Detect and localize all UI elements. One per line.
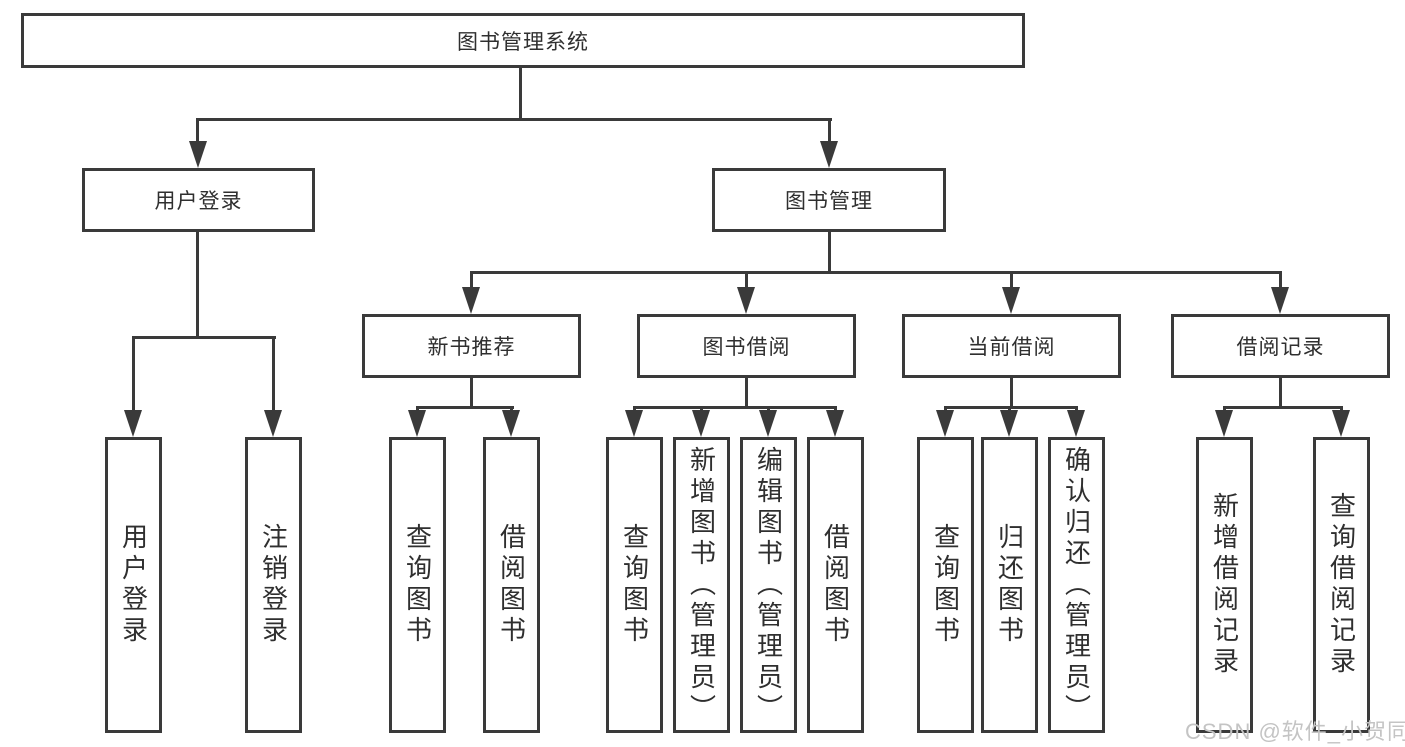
connector-line: [828, 232, 831, 274]
arrowhead-down-icon: [820, 141, 838, 168]
node-user-login: 用户登录: [82, 168, 315, 232]
connector-line: [1279, 378, 1282, 408]
leaf-records-add-borrow-record: 新增借阅记录: [1196, 437, 1253, 733]
leaf-borrowing-add-books-admin: 新增图书（管理员）: [673, 437, 730, 733]
connector-line: [1279, 271, 1282, 290]
node-library-management-system: 图书管理系统: [21, 13, 1025, 68]
arrowhead-down-icon: [1000, 410, 1018, 437]
connector-line: [1010, 271, 1013, 290]
connector-line: [132, 336, 276, 339]
arrowhead-down-icon: [625, 410, 643, 437]
connector-line: [828, 118, 831, 150]
connector-line: [416, 406, 514, 409]
arrowhead-down-icon: [408, 410, 426, 437]
leaf-current-query-books: 查询图书: [917, 437, 974, 733]
connector-line: [944, 406, 1078, 409]
arrowhead-down-icon: [189, 141, 207, 168]
node-new-book-recommendation: 新书推荐: [362, 314, 581, 378]
arrowhead-down-icon: [826, 410, 844, 437]
arrowhead-down-icon: [502, 410, 520, 437]
leaf-borrowing-borrow-books: 借阅图书: [807, 437, 864, 733]
connector-line: [272, 336, 275, 414]
arrowhead-down-icon: [462, 287, 480, 314]
leaf-records-query-borrow-record: 查询借阅记录: [1313, 437, 1370, 733]
connector-line: [745, 271, 748, 290]
connector-line: [1010, 378, 1013, 408]
connector-line: [470, 378, 473, 408]
connector-line: [745, 378, 748, 408]
node-book-borrowing: 图书借阅: [637, 314, 856, 378]
connector-line: [470, 271, 1282, 274]
leaf-newrec-query-books: 查询图书: [389, 437, 446, 733]
connector-line: [633, 406, 837, 409]
arrowhead-down-icon: [737, 287, 755, 314]
connector-line: [132, 336, 135, 414]
arrowhead-down-icon: [264, 410, 282, 437]
arrowhead-down-icon: [692, 410, 710, 437]
node-current-borrowing: 当前借阅: [902, 314, 1121, 378]
arrowhead-down-icon: [1067, 410, 1085, 437]
arrowhead-down-icon: [1332, 410, 1350, 437]
leaf-logout: 注销登录: [245, 437, 302, 733]
node-borrowing-records: 借阅记录: [1171, 314, 1390, 378]
arrowhead-down-icon: [124, 410, 142, 437]
connector-line: [196, 118, 832, 121]
connector-line: [519, 66, 522, 120]
leaf-borrowing-query-books: 查询图书: [606, 437, 663, 733]
arrowhead-down-icon: [1002, 287, 1020, 314]
connector-line: [196, 232, 199, 339]
connector-line: [196, 118, 199, 150]
leaf-borrowing-edit-books-admin: 编辑图书（管理员）: [740, 437, 797, 733]
arrowhead-down-icon: [1215, 410, 1233, 437]
leaf-user-login: 用户登录: [105, 437, 162, 733]
leaf-newrec-borrow-books: 借阅图书: [483, 437, 540, 733]
leaf-current-return-books: 归还图书: [981, 437, 1038, 733]
arrowhead-down-icon: [936, 410, 954, 437]
connector-line: [1223, 406, 1343, 409]
connector-line: [470, 271, 473, 290]
csdn-watermark: CSDN @软件_小贺同学: [1185, 719, 1405, 744]
leaf-current-confirm-return-admin: 确认归还（管理员）: [1048, 437, 1105, 733]
arrowhead-down-icon: [759, 410, 777, 437]
arrowhead-down-icon: [1271, 287, 1289, 314]
node-book-management: 图书管理: [712, 168, 946, 232]
